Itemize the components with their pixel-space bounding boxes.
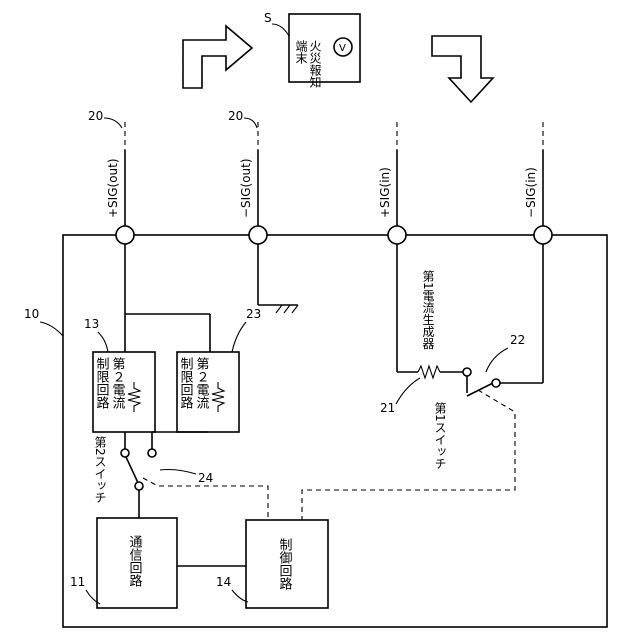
terminal-sig-out-minus	[249, 226, 267, 244]
label-sig-in-minus: −SIG(in)	[524, 167, 538, 218]
ref-limit1-leader	[98, 332, 108, 352]
switch1-contact	[463, 368, 471, 376]
label-sig-out-plus: +SIG(out)	[106, 158, 120, 218]
resistor-gen-icon	[418, 366, 440, 378]
ref-control: 14	[216, 575, 231, 589]
ref-limit2-leader	[232, 322, 246, 352]
limit1-label-1: 第２電流	[110, 357, 126, 409]
terminal-sig-in-plus	[388, 226, 406, 244]
switch1-label: 第1スイッチ	[433, 402, 447, 470]
ground-tick-2	[284, 305, 290, 313]
dashed-control-switch1	[302, 390, 515, 520]
terminal-sig-out-plus	[116, 226, 134, 244]
terminal-symbol-letter: V	[339, 43, 346, 54]
fire-terminal-label-2: 端末	[294, 40, 308, 64]
switch2-blade	[126, 457, 139, 485]
ref-line-a-leader	[104, 118, 122, 128]
ref-switch2-leader	[160, 470, 196, 475]
flow-arrow-right-icon	[183, 26, 252, 88]
switch2-contact-b	[148, 449, 156, 457]
ref-gen-leader	[396, 378, 420, 404]
switch2-label: 第2スイッチ	[93, 436, 107, 504]
switch2-pivot	[135, 482, 143, 490]
ref-limit2: 23	[246, 307, 261, 321]
ref-limit1: 13	[84, 317, 99, 331]
limit2-label-1: 第２電流	[194, 357, 210, 409]
ref-terminal: S	[264, 11, 272, 25]
label-sig-out-minus: −SIG(out)	[239, 158, 253, 218]
ref-switch1-leader	[486, 348, 508, 372]
ref-device: 10	[24, 307, 39, 321]
switch1-pivot	[492, 379, 500, 387]
ground-tick-1	[292, 305, 298, 313]
ref-terminal-leader	[272, 24, 289, 36]
ground-tick-3	[276, 305, 282, 313]
ref-line-b-leader	[244, 118, 257, 128]
limit2-label-2: 制限回路	[178, 357, 194, 409]
ref-line-b: 20	[228, 109, 243, 123]
ref-comm: 11	[70, 575, 85, 589]
fire-terminal-label-1: 火災報知	[308, 40, 322, 89]
switch2-contact-a	[121, 449, 129, 457]
ref-gen: 21	[380, 401, 395, 415]
control-label: 制御回路	[277, 538, 293, 590]
ref-line-a: 20	[88, 109, 103, 123]
gen1-label: 第1電流生成器	[421, 270, 435, 351]
flow-arrow-down-icon	[432, 36, 493, 102]
limit1-label-2: 制限回路	[94, 357, 110, 409]
switch1-blade	[467, 383, 493, 396]
comm-label: 通信回路	[127, 535, 143, 587]
label-sig-in-plus: +SIG(in)	[378, 167, 392, 218]
ref-switch1: 22	[510, 333, 525, 347]
ref-device-leader	[40, 322, 63, 336]
ref-switch2: 24	[198, 471, 213, 485]
terminal-sig-in-minus	[534, 226, 552, 244]
